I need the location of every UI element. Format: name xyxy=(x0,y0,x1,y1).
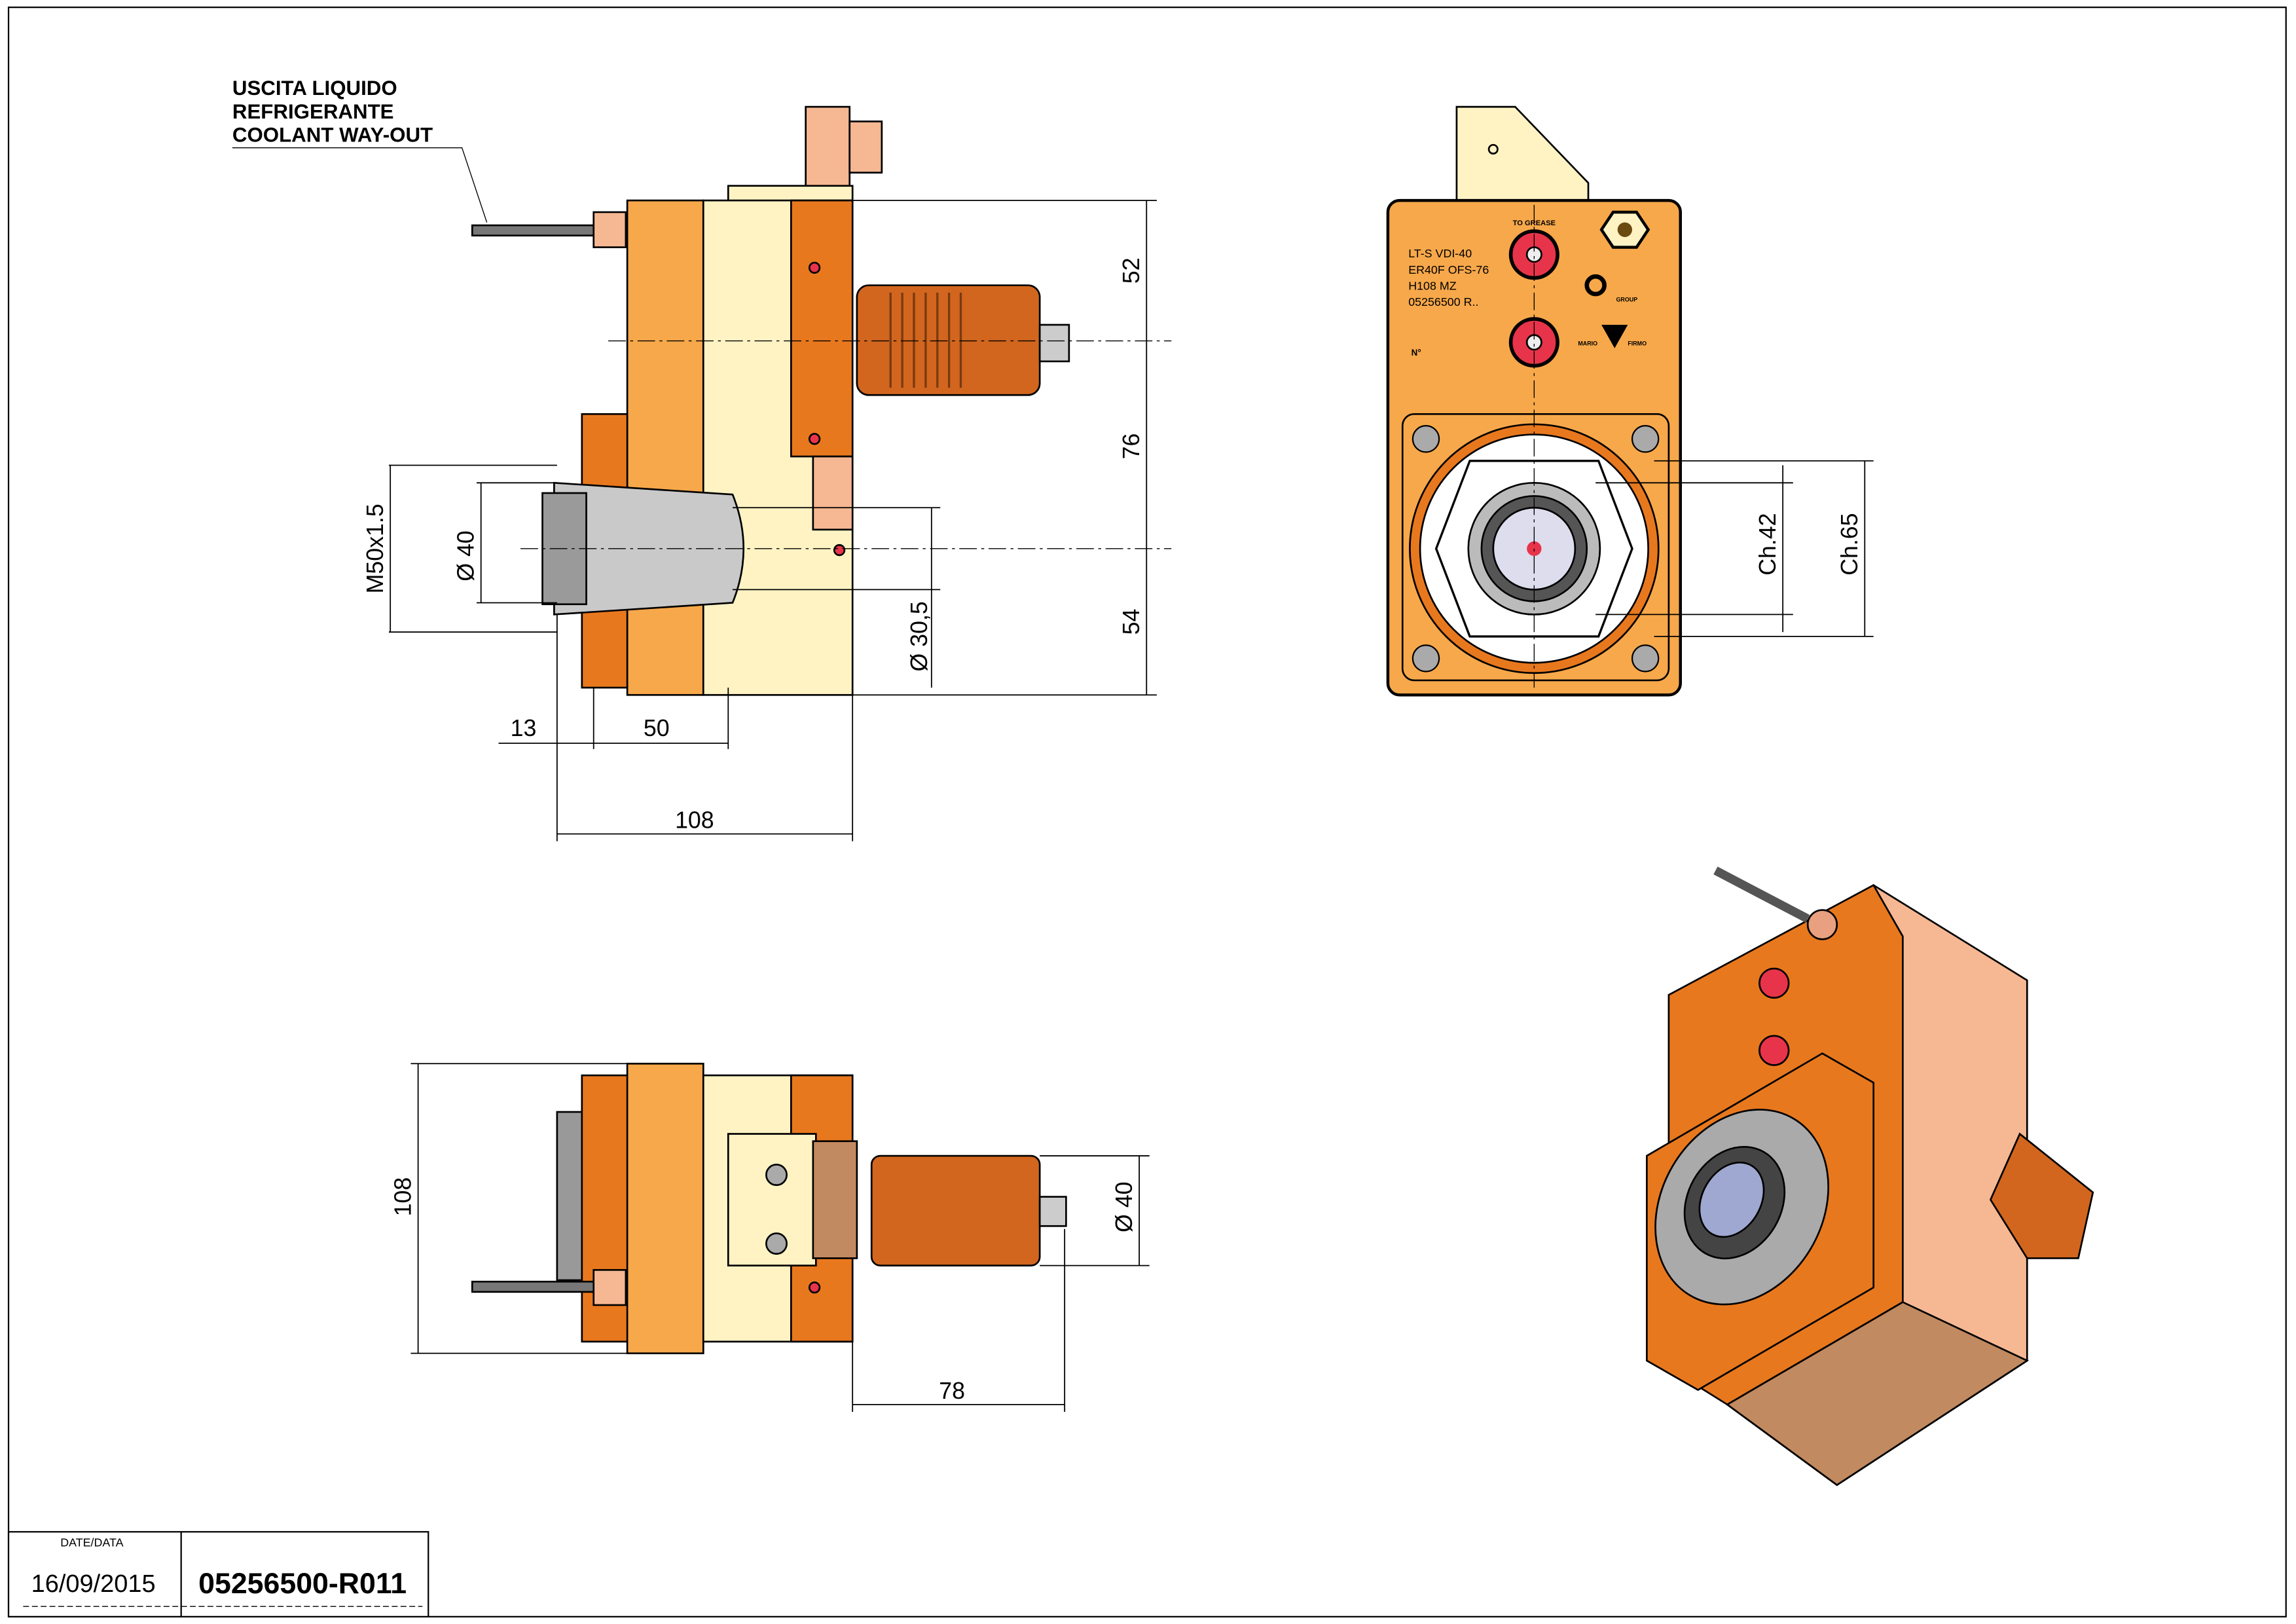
note-line-2: REFRIGERANTE xyxy=(232,100,394,123)
dim-dia-40: Ø 40 xyxy=(453,530,479,581)
dim-78: 78 xyxy=(939,1378,965,1404)
screw-icon xyxy=(1631,425,1660,453)
date-label: DATE/DATA xyxy=(60,1536,123,1549)
serial-n-label: N° xyxy=(1412,348,1421,358)
top-view: 108 Ø 40 78 xyxy=(390,1062,1150,1412)
marking-line-2: ER40F OFS-76 xyxy=(1408,263,1489,276)
grease-label: TO GREASE xyxy=(1513,219,1556,227)
logo-text: GROUP xyxy=(1616,296,1637,303)
screw-icon xyxy=(1412,644,1440,673)
screw-icon xyxy=(1631,644,1660,673)
sheet-border xyxy=(7,7,2287,1617)
dim-52: 52 xyxy=(1118,257,1144,284)
dim-thread: M50x1.5 xyxy=(362,504,388,593)
drawing-code: 05256500-R011 xyxy=(198,1568,407,1600)
note-line-3: COOLANT WAY-OUT xyxy=(232,124,433,147)
coolant-pipe xyxy=(471,224,605,237)
rotation-label-right: FIRMO xyxy=(1628,340,1647,346)
flange xyxy=(626,199,704,696)
dim-108: 108 xyxy=(675,807,714,834)
side-view: USCITA LIQUIDO REFRIGERANTE COOLANT WAY-… xyxy=(232,77,1172,841)
marking-line-3: H108 MZ xyxy=(1408,279,1457,292)
logo xyxy=(1584,274,1607,297)
title-block: DATE/DATA 16/09/2015 05256500-R011 xyxy=(7,1531,429,1617)
dim-54: 54 xyxy=(1118,609,1144,635)
drive-spindle xyxy=(870,1154,1041,1266)
dim-dia-30-5: Ø 30,5 xyxy=(906,601,932,671)
dim-dia-40-top: Ø 40 xyxy=(1111,1182,1137,1232)
dim-13: 13 xyxy=(511,715,537,741)
date-value: 16/09/2015 xyxy=(31,1570,156,1598)
rotation-label-left: MARIO xyxy=(1578,340,1597,346)
dim-108-top: 108 xyxy=(390,1177,416,1217)
dim-ch42: Ch.42 xyxy=(1755,513,1781,575)
mount-bracket xyxy=(805,105,851,189)
marking-line-1: LT-S VDI-40 xyxy=(1408,247,1472,260)
rotation-arrow-icon xyxy=(1601,325,1628,348)
dim-50: 50 xyxy=(644,715,670,741)
front-view: TO GREASE LT-S VDI-40 ER40F OFS-76 H108 … xyxy=(1386,105,1874,697)
note-line-1: USCITA LIQUIDO xyxy=(232,77,397,100)
isometric-view xyxy=(1646,866,2094,1486)
note-leader xyxy=(232,147,488,223)
dim-ch65: Ch.65 xyxy=(1836,513,1863,575)
screw-icon xyxy=(1412,425,1440,453)
dim-76: 76 xyxy=(1118,434,1144,460)
marking-line-4: 05256500 R.. xyxy=(1408,295,1478,308)
